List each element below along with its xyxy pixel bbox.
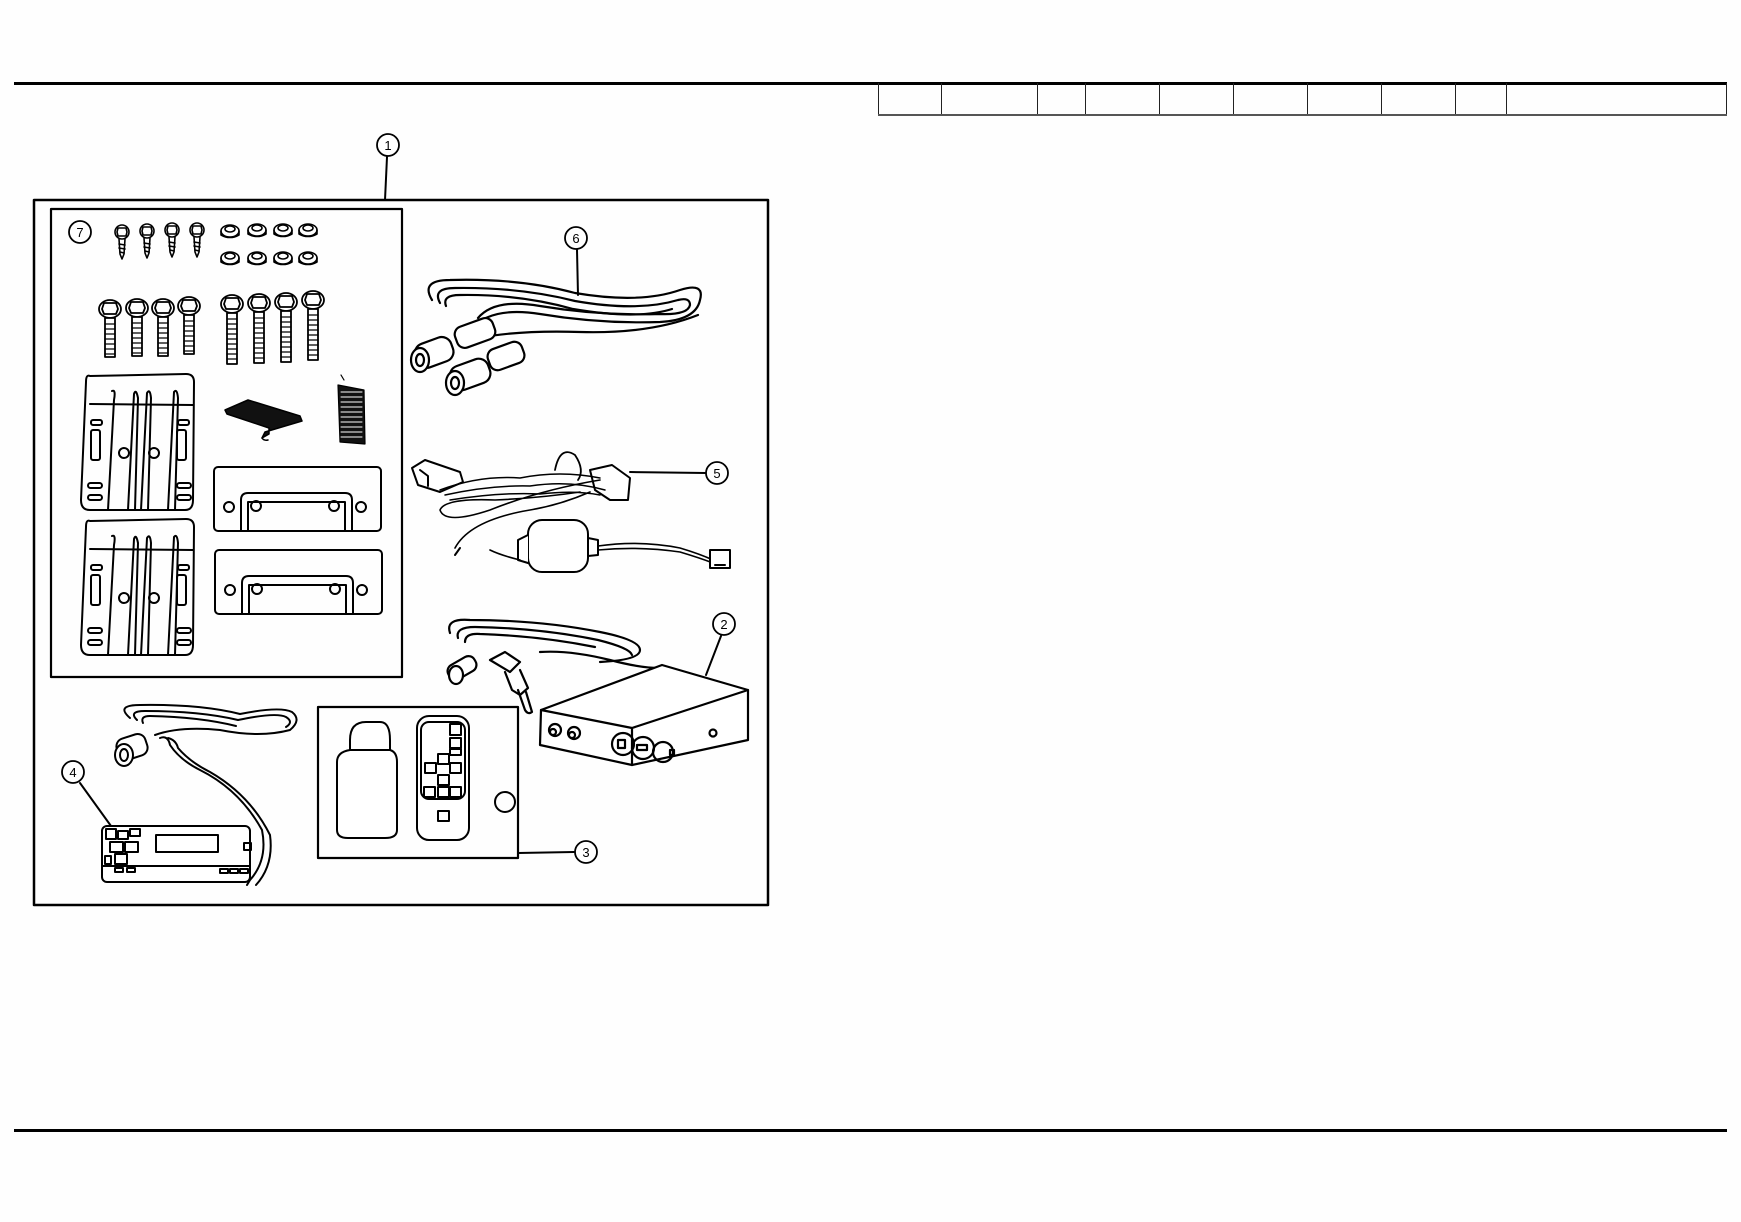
header-table-cell (1455, 83, 1506, 114)
callout-7-label: 7 (76, 225, 83, 240)
callout-1[interactable]: 1 (376, 133, 400, 201)
small-screws (114, 222, 205, 260)
callout-5-label: 5 (713, 466, 720, 481)
straight-bracket-2 (214, 549, 383, 615)
dual-coax-cable (409, 278, 702, 397)
side-bracket-1 (80, 373, 195, 511)
callout-1-label: 1 (384, 138, 391, 153)
header-table-cell (1307, 83, 1381, 114)
callout-7[interactable]: 7 (68, 220, 92, 244)
header-table-cell (1233, 83, 1307, 114)
header-table-cell (1381, 83, 1455, 114)
bottle (336, 721, 398, 839)
flange-nuts (220, 223, 318, 266)
callout-4-label: 4 (69, 765, 76, 780)
hook-loop-strip-flat (224, 399, 303, 441)
header-table-cell (1085, 83, 1159, 114)
remote-kit-box (316, 705, 520, 860)
header-table-cell (1037, 83, 1085, 114)
callout-6[interactable]: 6 (564, 226, 588, 296)
straight-bracket-1 (213, 466, 382, 532)
callout-3-label: 3 (582, 845, 589, 860)
receiver-module (446, 618, 750, 767)
header-table-cell (941, 83, 1037, 114)
bottom-rule (14, 1129, 1727, 1132)
header-table-cell (878, 83, 941, 114)
hook-loop-strip-upright (337, 374, 366, 445)
header-table-cell (1159, 83, 1233, 114)
header-table (878, 83, 1727, 116)
coin-battery (494, 791, 516, 813)
display-control-head (101, 703, 298, 886)
hardware-kit-box (49, 207, 404, 679)
header-table-cell (1506, 83, 1727, 114)
callout-2-label: 2 (720, 617, 727, 632)
callout-2[interactable]: 2 (705, 612, 736, 676)
wiring-harness (411, 451, 731, 573)
callout-4[interactable]: 4 (61, 760, 112, 827)
side-bracket-2 (80, 518, 195, 656)
top-rule (14, 82, 1727, 85)
short-bolts (98, 296, 201, 358)
kit-frame (32, 198, 770, 907)
callout-6-label: 6 (572, 231, 579, 246)
long-bolts (220, 290, 325, 365)
callout-3[interactable]: 3 (517, 840, 598, 864)
callout-5[interactable]: 5 (629, 461, 729, 485)
remote-control (416, 715, 470, 841)
